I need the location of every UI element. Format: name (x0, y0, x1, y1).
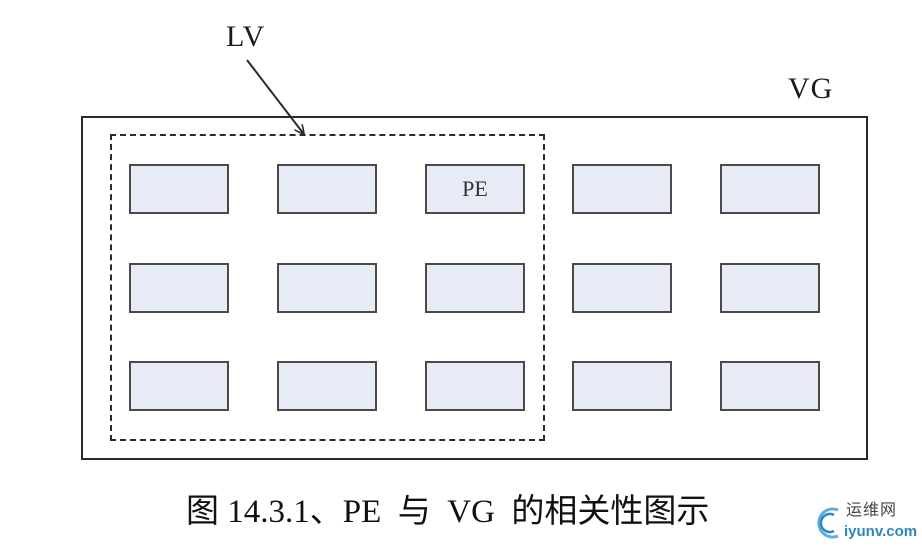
free-physical-extent-r3-c5 (720, 361, 820, 411)
lv-physical-extent-r3-c3 (425, 361, 525, 411)
logical-volume-box (110, 134, 545, 441)
lv-physical-extent-r3-c2 (277, 361, 377, 411)
free-physical-extent-r3-c4 (572, 361, 672, 411)
watermark-top-text: 运维网 (846, 500, 898, 519)
lv-physical-extent-r2-c3 (425, 263, 525, 313)
lv-physical-extent-r2-c2 (277, 263, 377, 313)
physical-extent-labeled: PE (425, 164, 525, 214)
free-physical-extent-r1-c5 (720, 164, 820, 214)
free-physical-extent-r1-c4 (572, 164, 672, 214)
free-physical-extent-r2-c4 (572, 263, 672, 313)
lv-physical-extent-r3-c1 (129, 361, 229, 411)
watermark-bottom-text: iyunv.com (844, 523, 918, 540)
watermark-logo-icon (817, 507, 839, 539)
watermark: 运维网 iyunv.com (812, 500, 918, 544)
figure-caption: 图 14.3.1、PE 与 VG 的相关性图示 (186, 494, 710, 530)
lv-physical-extent-r1-c1 (129, 164, 229, 214)
vg-label: VG (788, 72, 834, 105)
free-physical-extent-r2-c5 (720, 263, 820, 313)
lv-physical-extent-r2-c1 (129, 263, 229, 313)
lv-label: LV (226, 20, 266, 53)
volume-group-box (81, 116, 868, 460)
lv-physical-extent-r1-c2 (277, 164, 377, 214)
